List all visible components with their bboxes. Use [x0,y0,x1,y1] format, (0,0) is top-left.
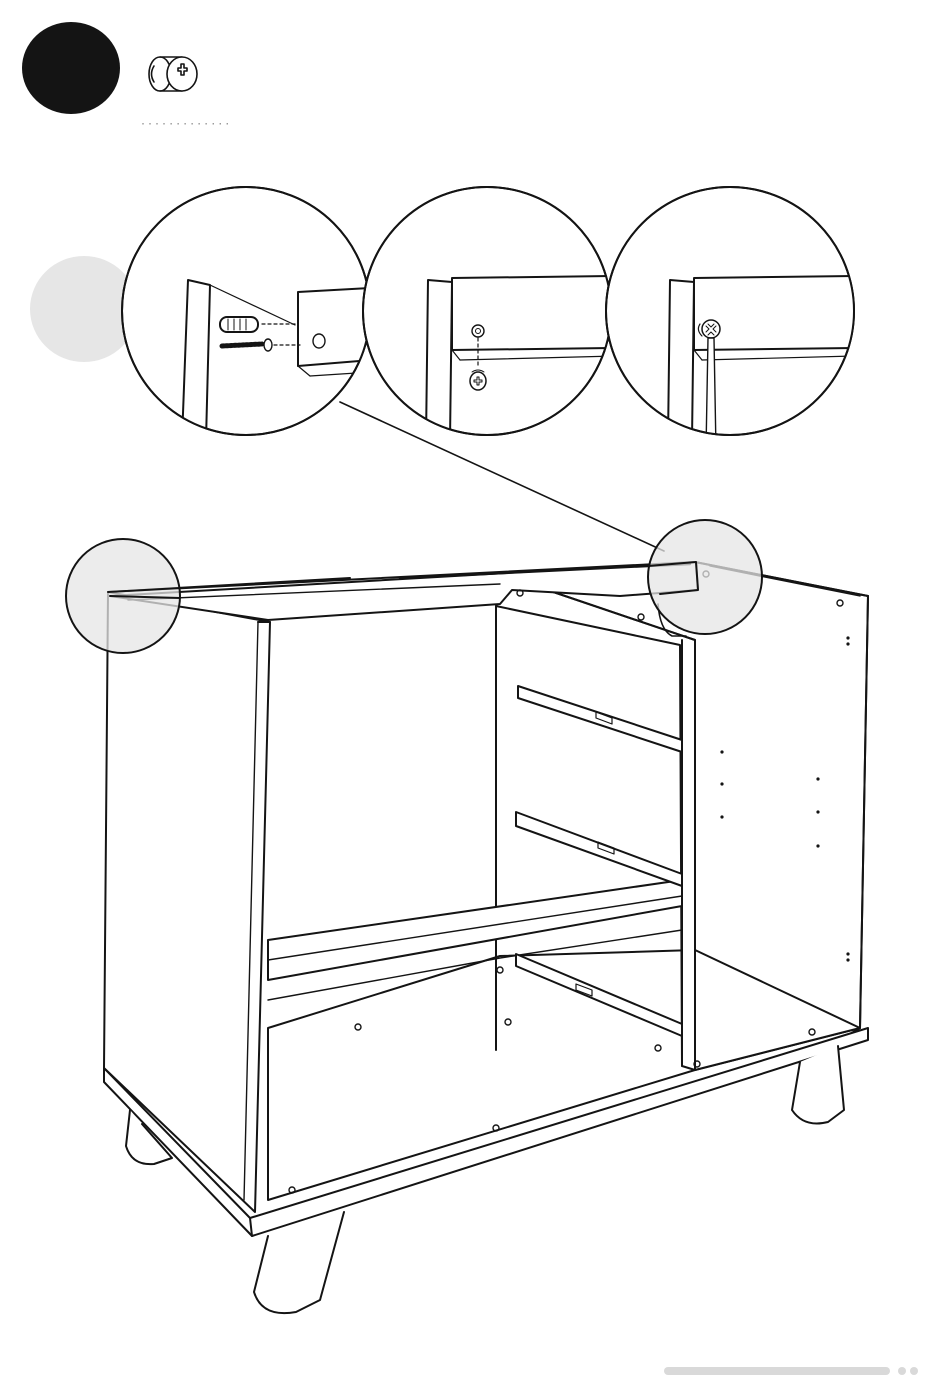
zoom-panel-tighten-cam-lock [606,187,855,450]
cam-lock-fitting-icon [149,57,197,91]
zoom-panel-fit-cam-lock [363,187,615,440]
page-progress-icon [664,1367,918,1375]
cam-dowel-icon [220,317,258,332]
zoom-panel-insert-cam-dowel [122,187,372,440]
cabinet-assembly [104,562,868,1313]
highlight-circle-right [648,520,762,634]
